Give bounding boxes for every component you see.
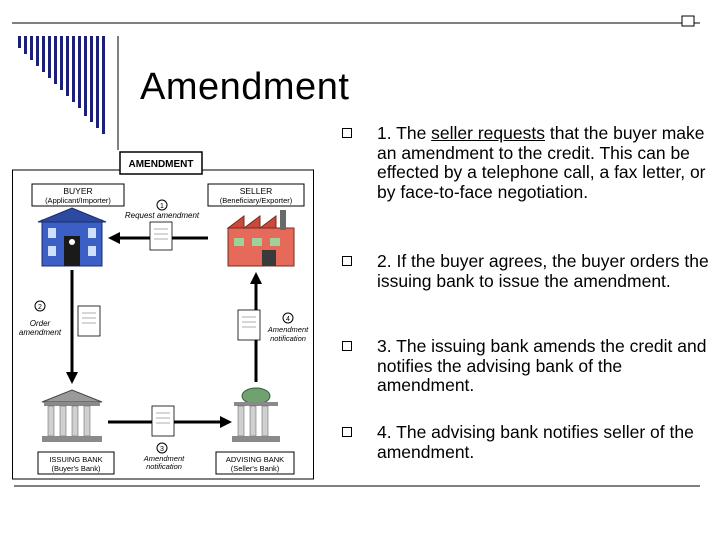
seller-label-box	[207, 183, 305, 207]
advising-bank-role: (Seller's Bank)	[231, 464, 280, 473]
bullet-2: 2. If the buyer agrees, the buyer orders…	[340, 251, 710, 291]
step1-label: Request amendment	[125, 211, 200, 220]
step4-arrowhead	[250, 272, 262, 284]
seller-factory-icon	[226, 210, 295, 267]
bullet-1-square-icon	[342, 128, 352, 138]
step1-document-icon	[149, 221, 173, 251]
step3-document-icon	[151, 405, 175, 437]
step2-marker	[34, 300, 46, 312]
bullet-4-square-icon	[342, 427, 352, 437]
top-right-square	[681, 15, 695, 27]
bullet-1-text-underlined: seller requests	[431, 123, 545, 143]
step2-label-line1: Order	[30, 319, 51, 328]
step3-arrowhead	[220, 416, 232, 428]
bullet-4: 4. The advising bank notifies seller of …	[340, 422, 710, 462]
seller-role: (Beneficiary/Exporter)	[220, 196, 293, 205]
step4-marker	[282, 312, 294, 324]
issuing-bank-label-box	[37, 451, 115, 475]
step3-label-line1: Amendment	[143, 454, 185, 463]
bullet-3: 3. The issuing bank amends the credit an…	[340, 336, 710, 396]
step2-number: 2	[38, 304, 42, 311]
slide-title: Amendment	[140, 66, 350, 108]
bullet-2-square-icon	[342, 256, 352, 266]
bullet-3-text: 3. The issuing bank amends the credit an…	[377, 336, 707, 395]
buyer-building-icon	[37, 207, 107, 267]
advising-bank-label-box	[215, 451, 295, 475]
step4-number: 4	[286, 316, 290, 323]
step2-arrowhead	[66, 372, 78, 384]
seller-name: SELLER	[240, 186, 273, 196]
step2-document-icon	[77, 305, 101, 337]
corner-bars-decoration	[18, 36, 105, 134]
issuing-bank-role: (Buyer's Bank)	[52, 464, 101, 473]
bullet-list: 1. The seller requests that the buyer ma…	[340, 123, 710, 461]
step1-marker	[156, 199, 168, 211]
diagram-title: AMENDMENT	[129, 159, 194, 170]
step3-label-line2: notification	[146, 462, 182, 471]
bullet-1-text-post: that the buyer make an amendment to the …	[377, 123, 706, 202]
step3-number: 3	[160, 446, 164, 453]
step4-label-line1: Amendment	[267, 325, 309, 334]
issuing-bank-icon	[41, 389, 103, 442]
issuing-bank-name: ISSUING BANK	[49, 455, 102, 464]
step3-marker	[156, 442, 168, 454]
buyer-name: BUYER	[63, 186, 92, 196]
bullet-2-text: 2. If the buyer agrees, the buyer orders…	[377, 251, 709, 291]
step1-number: 1	[160, 203, 164, 210]
step1-arrowhead	[108, 232, 120, 244]
step4-document-icon	[237, 309, 261, 341]
advising-bank-icon	[232, 387, 280, 442]
step4-label-line2: notification	[270, 334, 306, 343]
buyer-role: (Applicant/Importer)	[45, 196, 111, 205]
bullet-1: 1. The seller requests that the buyer ma…	[340, 123, 710, 202]
step2-label-line2: amendment	[19, 328, 62, 337]
bullet-4-text: 4. The advising bank notifies seller of …	[377, 422, 694, 462]
bullet-1-text-pre: 1. The	[377, 123, 432, 143]
bullet-3-square-icon	[342, 341, 352, 351]
advising-bank-name: ADVISING BANK	[226, 455, 284, 464]
buyer-label-box	[31, 183, 125, 207]
diagram-title-box	[119, 151, 203, 175]
amendment-flow-diagram: AMENDMENT BUYER (Applicant/Importer) SEL…	[12, 151, 314, 480]
